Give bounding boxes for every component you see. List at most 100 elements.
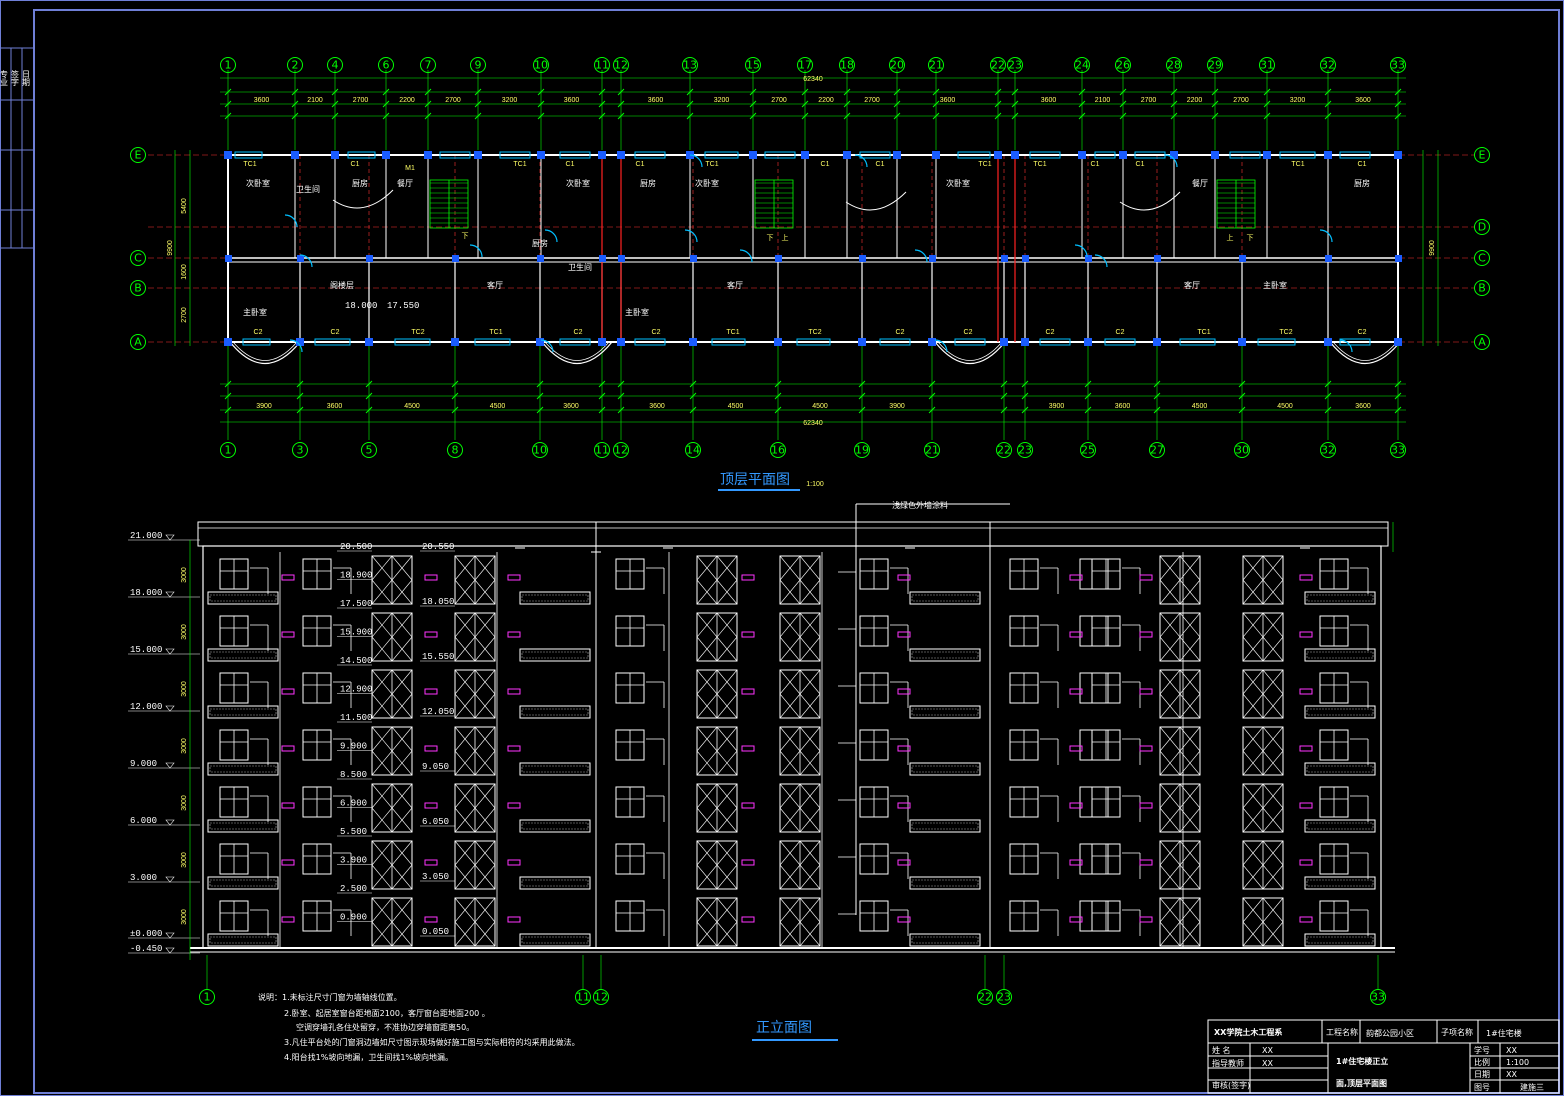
tb-subproject-label: 子项名称: [1441, 1027, 1473, 1037]
tb-school: XX学院土木工程系: [1214, 1027, 1282, 1037]
stair-window-cross: [1159, 579, 1181, 605]
stair-window-cross: [779, 921, 801, 947]
column: [451, 338, 459, 346]
dimension-tick: [537, 100, 545, 108]
ac-unit: [1299, 688, 1313, 695]
dimension-tick: [536, 380, 544, 388]
dimension-tick: [994, 112, 1002, 120]
tb-row-key: 审核(签字): [1212, 1080, 1250, 1090]
level-value: ±0.000: [130, 929, 162, 939]
ac-unit: [741, 802, 755, 809]
ac-unit: [1069, 688, 1083, 695]
column: [1170, 151, 1178, 159]
window: [347, 151, 376, 159]
axis-label: A: [1478, 336, 1486, 349]
ac-unit: [281, 802, 295, 809]
level-value: 15.900: [340, 628, 372, 638]
dimension-tick: [1078, 100, 1086, 108]
stair-window-cross: [474, 693, 496, 719]
balcony-railing: [909, 933, 981, 947]
dimension-tick: [536, 406, 544, 414]
dimension-tick: [617, 88, 625, 96]
stair-window-cross: [696, 807, 718, 833]
axis-bubble: [682, 57, 698, 73]
level-triangle: [165, 591, 175, 598]
note-line: 4.阳台找1%坡向地漏，卫生间找1%坡向地漏。: [284, 1052, 453, 1062]
ac-unit: [281, 688, 295, 695]
level-value: 20.500: [340, 542, 372, 552]
axis-bubble: [1390, 442, 1406, 458]
axis-bubble: [1259, 57, 1275, 73]
tb-row-val: XX: [1262, 1059, 1273, 1068]
margin-cell: 专业: [0, 69, 9, 86]
dimension-tick: [1170, 100, 1178, 108]
balcony-railing: [207, 819, 279, 833]
axis-label: 10: [534, 59, 548, 72]
dimension-tick: [1084, 406, 1092, 414]
dimension-tick: [932, 100, 940, 108]
stair-window-cross: [1262, 750, 1284, 776]
door-swing: [739, 249, 753, 263]
axis-label: 11: [576, 991, 590, 1004]
stair-window-cross: [474, 750, 496, 776]
axis-bubble: [1234, 442, 1250, 458]
axis-label: 20: [890, 59, 904, 72]
level-value: -0.450: [130, 944, 162, 954]
stair-window-cross: [371, 840, 393, 866]
dimension-tick: [296, 406, 304, 414]
ac-unit: [1069, 802, 1083, 809]
stair-window-cross: [1242, 921, 1264, 947]
dimension-tick: [858, 406, 866, 414]
dimension-tick: [1078, 88, 1086, 96]
stair-window-cross: [1262, 726, 1284, 752]
dimension-tick: [1153, 392, 1161, 400]
tb-drawing-name-2: 面,顶层平面图: [1336, 1079, 1387, 1088]
balcony-railing: [519, 705, 591, 719]
stair-window-cross: [799, 921, 821, 947]
dimension-tick: [1238, 380, 1246, 388]
stair-window-cross: [454, 555, 476, 581]
balcony-pattern: [911, 651, 979, 659]
ac-unit: [507, 574, 521, 581]
stair-window-cross: [1242, 726, 1264, 752]
balcony-curve: [1332, 341, 1398, 361]
window: [957, 151, 991, 159]
level-triangle: [165, 705, 175, 712]
dimension-value: 3600: [254, 97, 270, 104]
ac-unit: [1299, 802, 1313, 809]
room-label: 餐厅: [1192, 179, 1208, 188]
dimension-tick: [1263, 88, 1271, 96]
stair-window-cross: [779, 726, 801, 752]
ac-unit: [507, 688, 521, 695]
title-block: XX学院土木工程系 工程名称 韵都公园小区 子项名称 1#住宅楼 姓 名 XX …: [1207, 1019, 1560, 1094]
stair-window-cross: [1179, 783, 1201, 809]
dimension-tick: [1078, 112, 1086, 120]
stair-window-cross: [716, 579, 738, 605]
stair-window-cross: [391, 726, 413, 752]
dimension-tick: [801, 100, 809, 108]
dimension-tick: [424, 88, 432, 96]
dimension-value: 3000: [181, 909, 188, 925]
column: [1000, 338, 1008, 346]
balcony-pattern: [521, 936, 589, 944]
room-label: 餐厅: [397, 179, 413, 188]
stair-window-cross: [454, 840, 476, 866]
axis-label: 11: [595, 444, 609, 457]
column: [1324, 151, 1332, 159]
window: [1079, 672, 1109, 704]
level-value: 2.500: [340, 884, 367, 894]
balcony-pattern: [1306, 879, 1374, 887]
ac-unit: [1139, 916, 1153, 923]
dimension-tick: [928, 406, 936, 414]
ac-unit: [424, 574, 438, 581]
ac-unit: [897, 745, 911, 752]
stair-window-cross: [696, 555, 718, 581]
balcony-railing: [207, 591, 279, 605]
level-value: 0.900: [340, 913, 367, 923]
ac-unit: [741, 859, 755, 866]
level-value: 3.900: [340, 856, 367, 866]
stair-window-cross: [454, 921, 476, 947]
window: [1094, 151, 1116, 159]
balcony-railing: [909, 819, 981, 833]
dimension-tick: [451, 406, 459, 414]
